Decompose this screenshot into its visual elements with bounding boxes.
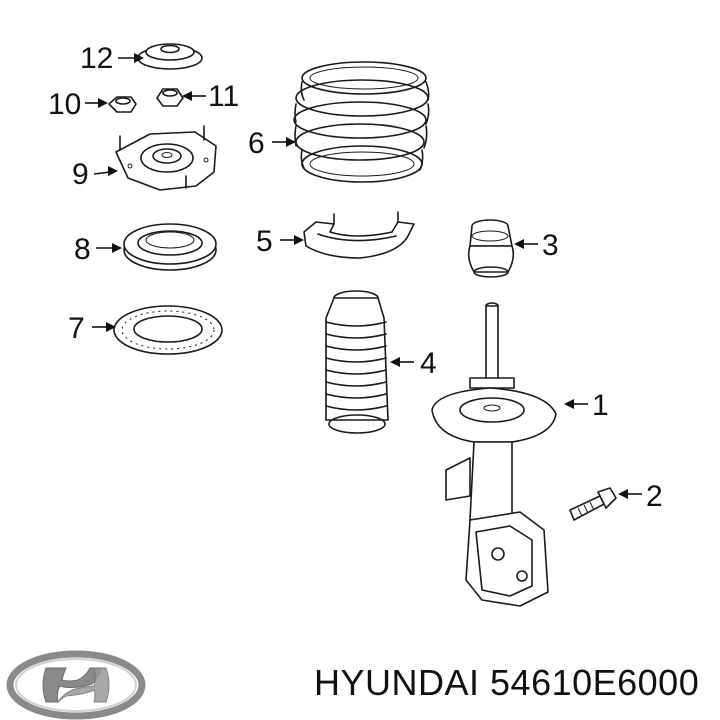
callout-11: 11 xyxy=(208,80,239,113)
callout-10: 10 xyxy=(48,88,81,121)
part-1-strut-assembly xyxy=(431,302,557,607)
part-3-bump-stop xyxy=(467,219,515,278)
part-11-nut xyxy=(156,88,184,107)
part-12-cap xyxy=(137,43,203,70)
callout-3: 3 xyxy=(542,229,559,262)
part-7-spring-seat-pad xyxy=(113,305,223,355)
part-6-coil-spring xyxy=(293,61,430,183)
callout-4: 4 xyxy=(420,347,437,380)
callout-9: 9 xyxy=(72,158,89,191)
part-10-nut xyxy=(108,96,137,113)
part-8-bearing xyxy=(123,223,217,271)
callout-8: 8 xyxy=(74,233,91,266)
callout-arrows xyxy=(85,53,642,499)
callout-1: 1 xyxy=(592,389,609,422)
callout-6: 6 xyxy=(248,127,265,160)
hyundai-logo-icon xyxy=(6,650,146,720)
part-2-bolt xyxy=(569,487,617,521)
callout-7: 7 xyxy=(68,312,85,345)
callout-2: 2 xyxy=(646,480,663,513)
part-9-strut-mount xyxy=(115,125,217,191)
part-number-caption: HYUNDAI 54610E6000 xyxy=(314,662,700,703)
part-4-dust-boot xyxy=(325,290,389,434)
part-5-spring-seat xyxy=(303,211,415,259)
callout-5: 5 xyxy=(256,225,273,258)
callout-12: 12 xyxy=(80,42,113,75)
callout-labels: 12 10 11 9 6 8 5 3 7 4 1 2 xyxy=(48,42,663,513)
